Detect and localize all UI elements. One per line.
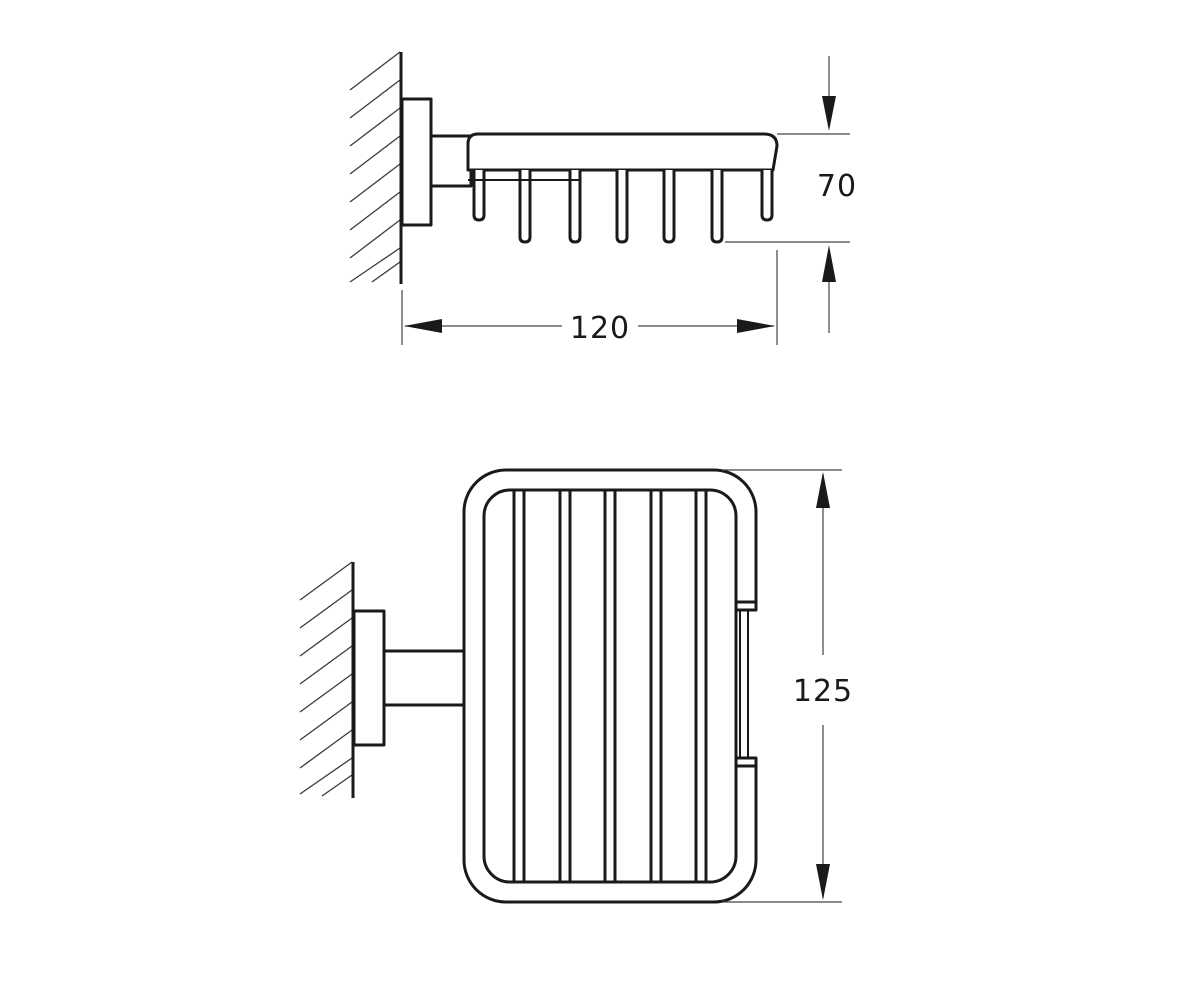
arrowhead-up (816, 472, 830, 508)
basket-bar (603, 488, 617, 884)
arrowhead-down (816, 864, 830, 900)
wall-flange-side (400, 97, 433, 227)
arrowhead-right (737, 319, 775, 333)
gap-cap-top (734, 600, 758, 612)
mounting-arm-top (382, 649, 466, 707)
tine (518, 170, 532, 244)
gap-cap-bottom (734, 756, 758, 768)
basket-bar (694, 488, 708, 884)
drain-gap (734, 600, 758, 768)
width-dimension: 120 (401, 250, 778, 346)
arrowhead-up (822, 245, 836, 282)
basket-bars (512, 488, 708, 884)
height-label: 70 (817, 169, 857, 204)
mounting-arm-side (429, 134, 473, 188)
tine (568, 170, 582, 244)
tray-body-side (466, 132, 779, 172)
wall-flange-top (352, 609, 386, 747)
tine (615, 170, 629, 244)
tine (472, 170, 486, 222)
tine (710, 170, 724, 244)
depth-dimension: 125 (722, 469, 853, 903)
side-view: 70 120 (349, 51, 857, 346)
height-dimension: 70 (725, 56, 857, 333)
basket-bar (512, 488, 526, 884)
tine (662, 170, 676, 244)
basket-bar (649, 488, 663, 884)
wall-hatching-side (349, 51, 401, 283)
top-view: 125 (299, 468, 853, 904)
arrowhead-down (822, 96, 836, 131)
wall-hatching-top (299, 561, 353, 797)
width-label: 120 (570, 311, 630, 346)
basket-bar (558, 488, 572, 884)
tine (760, 170, 774, 222)
tray-tines (472, 170, 774, 244)
depth-label: 125 (793, 674, 853, 709)
arrowhead-left (404, 319, 442, 333)
